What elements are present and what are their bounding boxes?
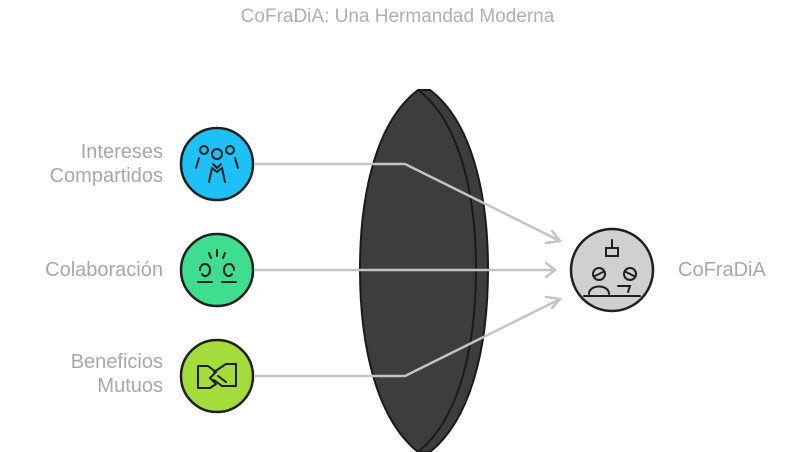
label-colaboracion: Colaboración [45, 259, 163, 281]
diagram-title: CoFraDiA: Una Hermandad Moderna [240, 6, 555, 27]
connector-intereses [255, 162, 561, 243]
node-output [569, 227, 655, 313]
arrow-head-top [544, 229, 563, 245]
group-of-people-icon [195, 145, 239, 183]
node-colaboracion [179, 232, 255, 308]
arrow-heads [544, 229, 563, 310]
connector-lines [255, 162, 561, 378]
arrow-head-bottom [544, 295, 563, 310]
arrow-head-middle [544, 261, 558, 279]
label-output-cofradia: CoFraDiA [678, 259, 766, 281]
connector-beneficios [255, 297, 561, 378]
meeting-table-icon [583, 239, 641, 297]
node-beneficios [179, 338, 255, 414]
node-intereses [179, 126, 255, 202]
collaboration-hands-icon [197, 249, 237, 283]
label-beneficios-mutuos: Beneficios Mutuos [70, 351, 163, 397]
label-intereses-compartidos: Intereses Compartidos [49, 141, 163, 187]
handshake-icon [197, 363, 237, 389]
